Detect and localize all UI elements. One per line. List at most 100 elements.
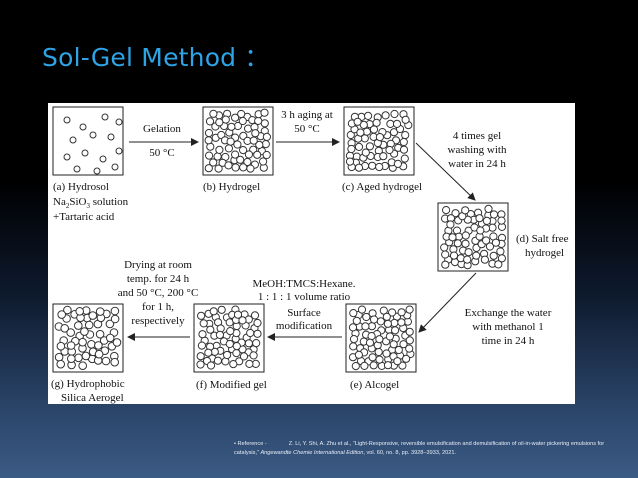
particle-circle [217,305,226,314]
particle-circle [226,137,235,146]
particle-circle [239,352,249,361]
particle-circle [196,352,205,361]
particle-circle [110,357,119,367]
particle-circle [73,165,81,173]
particle-circle [262,132,271,142]
particle-circle [461,231,470,240]
particle-circle [224,144,233,153]
particle-circle [244,150,253,159]
particle-circle [402,354,411,363]
particle-circle [206,361,216,370]
particle-circle [233,310,243,319]
particle-circle [352,316,361,325]
arrow-d-e [418,272,477,333]
particle-circle [249,351,258,360]
particle-circle [379,152,388,161]
particle-circle [497,254,506,263]
step-f-label: (f) Modified gel [196,379,267,391]
particle-circle [393,357,402,366]
particle-circle [199,319,208,328]
particle-circle [243,157,252,167]
particle-circle [397,318,406,327]
modification-line1: MeOH:TMCS:Hexane. [253,278,356,290]
particle-circle [94,349,104,359]
particle-circle [496,247,505,256]
particle-circle [353,117,362,126]
particle-circle [388,308,397,317]
particle-circle [361,148,370,157]
particle-circle [399,137,408,147]
particle-circle [399,145,409,154]
particle-circle [375,132,384,142]
particle-circle [57,310,66,319]
particle-circle [204,128,214,138]
washing-line1: 4 times gel [453,130,501,142]
particle-circle [449,251,459,260]
particle-circle [111,163,119,171]
particle-circle [236,155,245,164]
particle-circle [375,355,384,364]
particle-circle [393,159,402,169]
particle-circle [482,236,491,245]
slide-title: Sol-Gel Method ： [42,43,270,72]
particle-circle [368,161,377,170]
particle-circle [405,327,414,336]
particle-circle [461,239,470,248]
particle-circle [365,142,374,151]
particle-circle [209,109,218,118]
particle-circle [250,311,260,320]
particle-circle [78,361,88,371]
particle-circle [368,353,377,362]
particle-circle [215,330,224,339]
particle-circle [95,307,105,316]
particle-circle [63,116,71,124]
particle-circle [74,353,83,363]
particle-circle [80,327,89,336]
particle-circle [362,312,371,322]
particle-circle [375,335,384,344]
particle-circle [196,360,205,369]
particle-circle [252,339,261,348]
particle-circle [253,150,262,159]
reference-prefix: • Reference - [234,441,267,447]
particle-circle [253,318,262,328]
particle-circle [442,206,451,215]
particle-circle [394,345,403,355]
particle-circle [197,311,206,320]
particle-circle [448,233,457,242]
particle-circle [115,147,123,155]
particle-circle [205,117,215,126]
particle-circle [56,341,66,351]
particle-circle [215,145,224,155]
washing-line3: water in 24 h [448,158,506,170]
particle-circle [475,214,484,223]
step-a-line3: +Tartaric acid [53,211,115,223]
particle-circle [206,325,215,334]
reference-authors: Z. Li, Y. Shi, A. Zhu et al., “Light-Res… [234,441,605,456]
particle-circle [105,319,115,329]
particle-circle [214,164,223,173]
particle-circle [461,206,470,215]
particle-circle [401,130,410,140]
step-c-label: (c) Aged hydrogel [342,181,422,193]
particle-circle [224,161,233,170]
reference-details: , vol. 60, no. 8, pp. 3928–3933, 2021. [363,449,457,456]
particle-circle [349,309,358,318]
particle-circle [397,308,406,317]
particle-circle [227,122,236,131]
particle-circle [385,145,394,155]
particle-circle [374,347,383,357]
particle-circle [441,260,450,269]
particle-circle [81,149,89,157]
particle-circle [60,324,70,333]
particle-circle [81,351,91,361]
particle-circle [223,350,232,360]
particle-circle [232,342,241,351]
particle-circle [383,361,393,370]
particle-circle [260,108,269,117]
particle-circle [441,250,450,259]
particle-circle [346,130,355,140]
particle-circle [356,128,365,137]
particle-circle [93,167,101,175]
sol-gel-diagram: (a) Hydrosol Na2SiO3 solution +Tartaric … [48,103,575,404]
